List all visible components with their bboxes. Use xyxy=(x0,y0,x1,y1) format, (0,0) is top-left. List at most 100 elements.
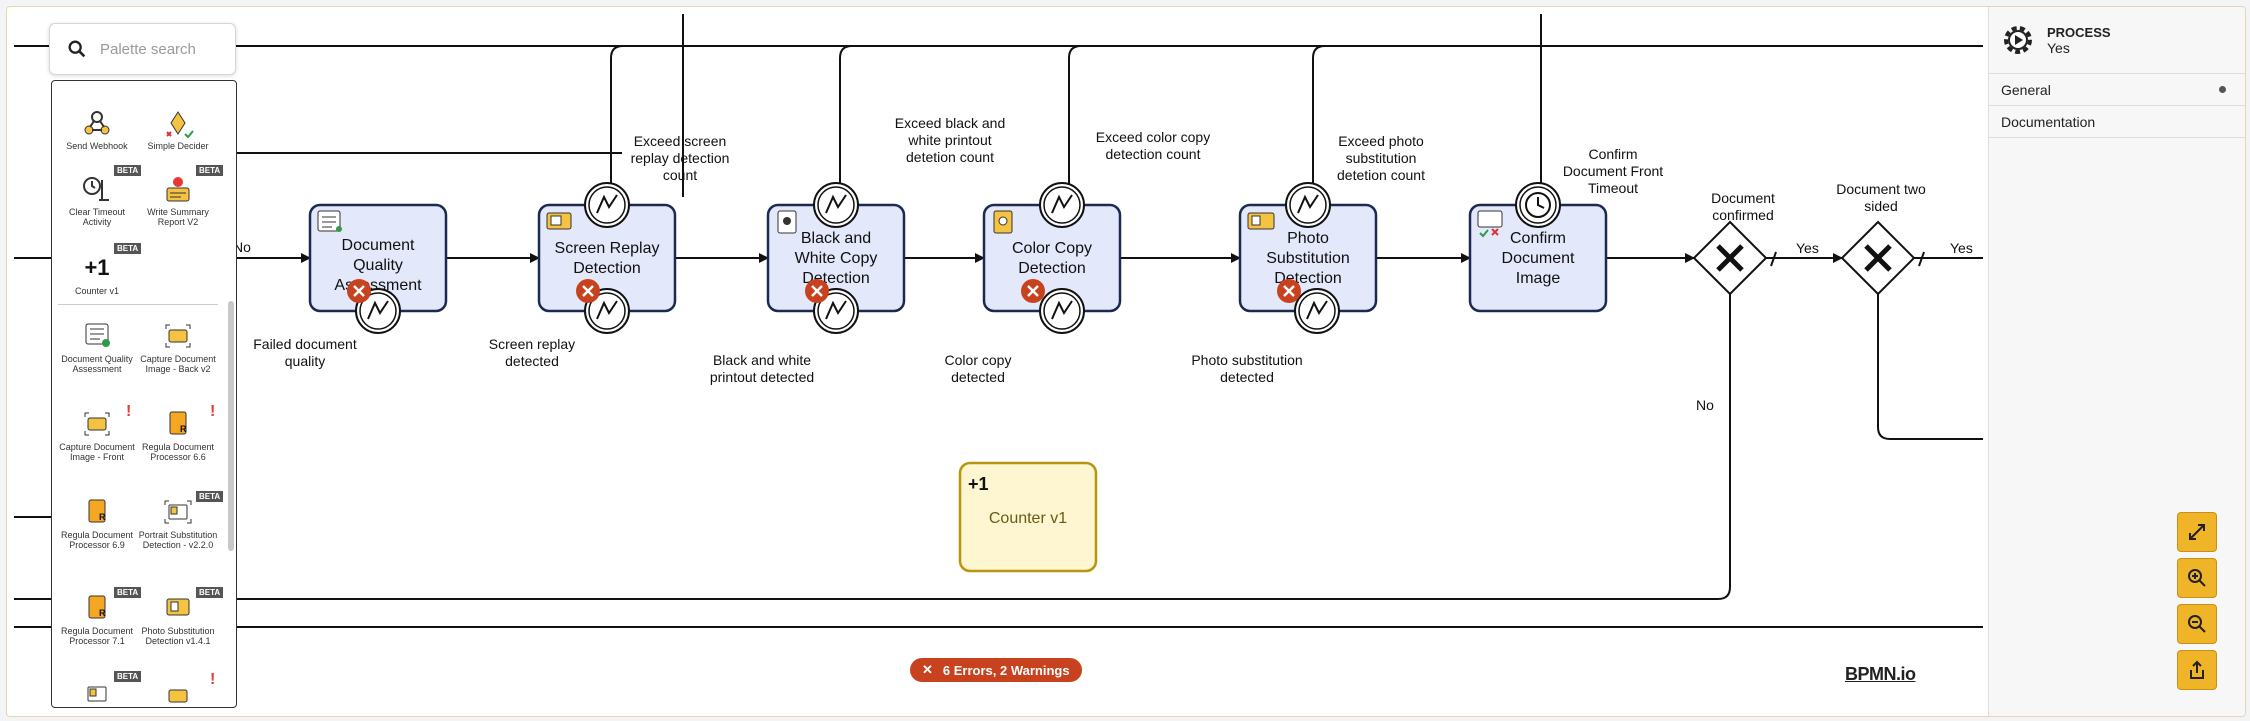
palette-search-box[interactable] xyxy=(49,23,236,75)
boundary-event-bw-detected[interactable] xyxy=(813,288,859,334)
palette-item-photo-substitution[interactable]: Photo Substitution Detection v1.4.1 xyxy=(138,593,218,646)
flow-two-sided[interactable] xyxy=(1877,294,1983,440)
zoom-out-button[interactable] xyxy=(2177,604,2217,644)
palette-item-capture-front[interactable]: Capture Document Image - Front xyxy=(57,409,137,462)
palette-item-portrait-substitution[interactable]: Portrait Substitution Detection - v2.2.0 xyxy=(138,497,218,550)
regula-icon: R xyxy=(169,411,187,435)
beta-badge: BETA xyxy=(114,587,142,598)
palette-item-regula-69[interactable]: R Regula Document Processor 6.9 xyxy=(57,497,137,550)
palette-item-send-webhook[interactable]: Send Webhook xyxy=(57,108,137,151)
flow-exceed-bw[interactable] xyxy=(839,45,853,185)
task-type-icon xyxy=(546,212,572,230)
flow-exceed-color[interactable] xyxy=(1068,45,1082,185)
palette-search-input[interactable] xyxy=(98,39,232,59)
flow-exceed-screen[interactable] xyxy=(610,45,624,185)
properties-group-general[interactable]: General xyxy=(1989,74,2245,106)
task-label: Counter v1 xyxy=(989,510,1067,527)
photo-substitution-icon xyxy=(166,598,190,616)
flow-exceed-photo[interactable] xyxy=(1312,45,1326,185)
counter-icon: +1 xyxy=(84,255,110,280)
search-icon xyxy=(68,40,86,58)
svg-text:R: R xyxy=(99,512,106,522)
palette-item-partial[interactable] xyxy=(57,681,137,707)
beta-badge: BETA xyxy=(114,671,142,682)
boundary-event-exceed-color[interactable] xyxy=(1039,182,1085,228)
gateway-document-two-sided[interactable] xyxy=(1840,220,1916,296)
palette-panel: Send Webhook Simple Decider BETA BETA Cl… xyxy=(51,80,237,708)
task-type-icon xyxy=(1247,212,1275,230)
default-flow-mark-1 xyxy=(1770,251,1777,267)
boundary-event-failed-quality[interactable] xyxy=(355,288,401,334)
palette-item-dqa[interactable]: Document Quality Assessment xyxy=(57,321,137,374)
default-flow-mark-2 xyxy=(1918,251,1925,267)
error-badge[interactable] xyxy=(1277,279,1301,303)
error-badge[interactable] xyxy=(1021,279,1045,303)
zoom-out-icon xyxy=(2188,615,2206,633)
beta-badge: BETA xyxy=(196,491,224,502)
gateway-document-confirmed[interactable] xyxy=(1692,220,1768,296)
beta-badge: BETA xyxy=(196,587,224,598)
decider-icon xyxy=(166,111,194,138)
palette-item-write-summary[interactable]: Write Summary Report V2 xyxy=(138,174,218,227)
webhook-icon xyxy=(84,111,110,135)
palette-item-clear-timeout[interactable]: Clear Timeout Activity xyxy=(57,174,137,227)
palette-item-regula-71[interactable]: R Regula Document Processor 7.1 xyxy=(57,593,137,646)
boundary-event-exceed-bw[interactable] xyxy=(813,182,859,228)
boundary-event-exceed-photo[interactable] xyxy=(1285,182,1331,228)
palette-item-counter[interactable]: +1 Counter v1 xyxy=(57,253,137,296)
boundary-event-timer[interactable] xyxy=(1515,182,1561,228)
zoom-in-button[interactable] xyxy=(2177,558,2217,598)
properties-group-documentation[interactable]: Documentation xyxy=(1989,106,2245,138)
palette-separator xyxy=(58,304,218,305)
lint-status-badge[interactable]: ✕ 6 Errors, 2 Warnings xyxy=(910,658,1082,682)
warning-icon: ! xyxy=(210,671,216,688)
palette-item-simple-decider[interactable]: Simple Decider xyxy=(138,108,218,151)
error-badge[interactable] xyxy=(347,279,371,303)
timer-icon xyxy=(83,177,109,201)
process-gear-icon xyxy=(2004,26,2032,54)
boundary-event-photo-detected[interactable] xyxy=(1294,288,1340,334)
error-badge[interactable] xyxy=(576,279,600,303)
svg-text:R: R xyxy=(99,608,106,618)
palette-scrollbar[interactable] xyxy=(228,301,234,551)
fit-viewport-button[interactable] xyxy=(2177,512,2217,552)
task-counter-v1[interactable]: +1 Counter v1 xyxy=(958,461,1098,573)
error-badge[interactable] xyxy=(805,279,829,303)
boundary-event-screen-detected[interactable] xyxy=(584,288,630,334)
export-button[interactable] xyxy=(2177,650,2217,690)
portrait-substitution-icon xyxy=(87,686,107,702)
regula-icon: R xyxy=(88,499,106,523)
boundary-event-exceed-screen[interactable] xyxy=(584,182,630,228)
regula-icon: R xyxy=(88,595,106,619)
palette-item-partial[interactable] xyxy=(138,681,218,707)
counter-glyph: +1 xyxy=(968,474,989,494)
group-indicator-dot xyxy=(2219,86,2226,93)
properties-element-type: PROCESS xyxy=(2047,24,2111,40)
boundary-event-color-detected[interactable] xyxy=(1039,288,1085,334)
document-quality-icon xyxy=(85,323,110,347)
beta-badge: BETA xyxy=(196,165,224,176)
palette-item-regula-66[interactable]: R Regula Document Processor 6.6 xyxy=(138,409,218,462)
palette-item-capture-back[interactable]: Capture Document Image - Back v2 xyxy=(138,321,218,374)
portrait-substitution-icon xyxy=(164,500,192,524)
report-icon xyxy=(166,177,190,202)
flow-no-loop[interactable] xyxy=(177,294,1731,600)
bpmn-io-logo[interactable]: BPMN.io xyxy=(1845,664,1916,684)
flow-label-no: No xyxy=(1696,397,1714,413)
